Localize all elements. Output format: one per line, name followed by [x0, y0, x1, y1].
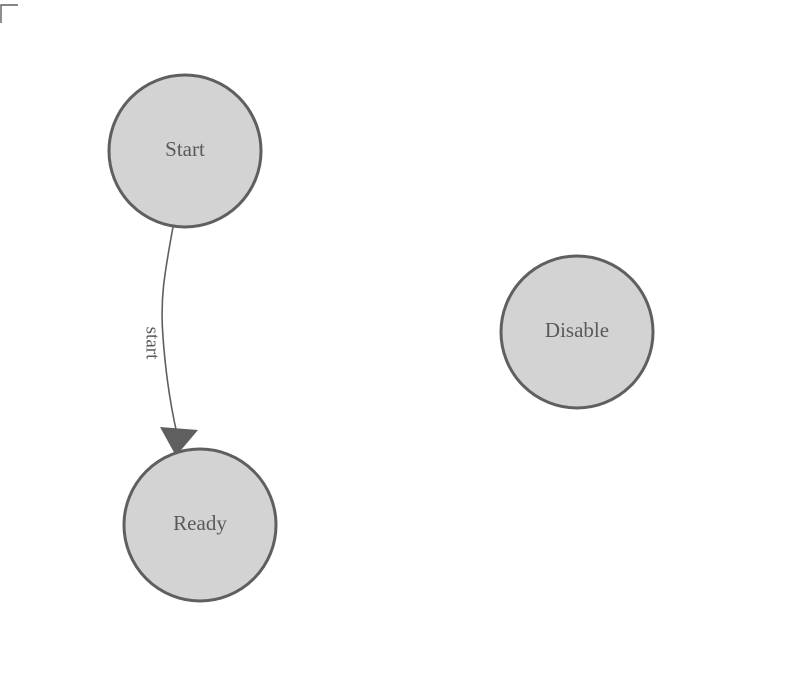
node-start-label: Start: [165, 137, 205, 161]
edge-arrowhead-icon: [160, 427, 198, 456]
node-disable[interactable]: Disable: [499, 254, 655, 410]
node-ready-label: Ready: [173, 511, 227, 535]
node-ready[interactable]: Ready: [122, 447, 278, 603]
node-disable-label: Disable: [545, 318, 609, 342]
node-start[interactable]: Start: [107, 73, 263, 229]
edge-label-start: start: [142, 327, 163, 360]
node-ready-shape: [122, 447, 278, 603]
edge-start-to-ready[interactable]: start: [142, 226, 198, 456]
node-start-shape: [107, 73, 263, 229]
node-disable-shape: [499, 254, 655, 410]
edge-line: [161, 226, 178, 435]
top-left-corner-mark-icon: [0, 4, 18, 23]
